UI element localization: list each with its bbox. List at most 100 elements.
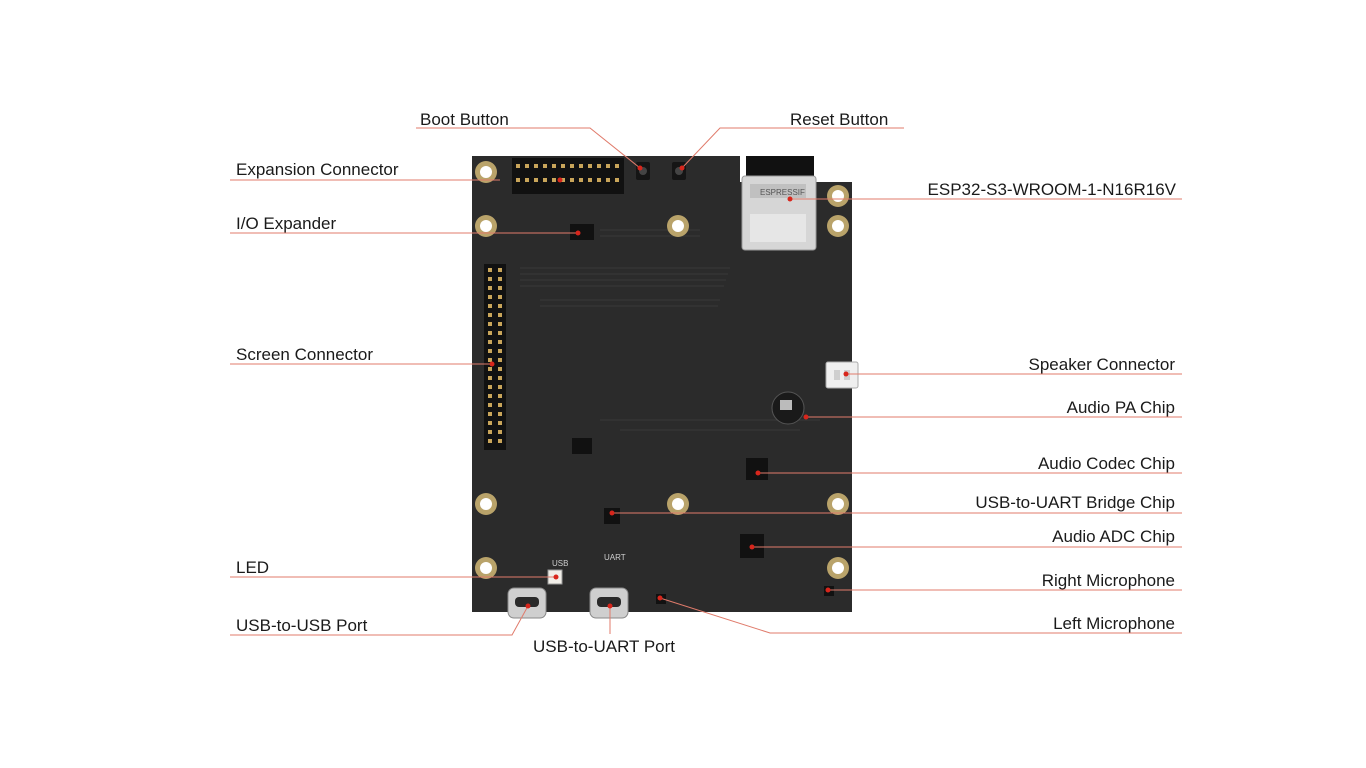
header-pin [615,164,619,168]
label-audio-pa-chip: Audio PA Chip [1066,398,1175,417]
boot-switch [636,162,650,180]
mounting-hole-center [832,220,844,232]
leader-line [681,127,904,169]
expansion-header [512,158,624,194]
label-audio-codec-chip: Audio Codec Chip [1037,454,1175,473]
usb-uart-bridge-ic [604,508,620,524]
header-pin [488,412,492,416]
label-usb-usb-port: USB-to-USB Port [236,616,368,635]
mounting-hole-center [672,220,684,232]
header-pin [597,178,601,182]
marker-dot [843,371,849,377]
header-pin [561,178,565,182]
header-pin [597,164,601,168]
header-pin [488,286,492,290]
header-pin [488,439,492,443]
marker-dot [607,603,613,609]
header-pin [588,178,592,182]
io-expander-chip [570,224,594,240]
header-pin [488,394,492,398]
esp32-module: ESPRESSIF [741,156,817,251]
header-pin [498,385,502,389]
header-pin [498,322,502,326]
marker-dot [575,230,581,236]
label-usb-uart-port: USB-to-UART Port [533,637,676,656]
header-pin [488,430,492,434]
header-pin [498,403,502,407]
header-pin [570,178,574,182]
header-pin [561,164,565,168]
header-pin [525,178,529,182]
marker-dots [489,165,849,609]
marker-dot [553,574,559,580]
marker-dot [749,544,755,550]
speaker-jack [825,361,859,389]
header-pin [498,349,502,353]
header-pin [488,421,492,425]
header-pin [488,349,492,353]
header-pin [579,178,583,182]
header-pin [498,340,502,344]
header-pin [488,268,492,272]
mounting-hole-center [480,562,492,574]
label-usb-uart-bridge-chip: USB-to-UART Bridge Chip [975,493,1175,512]
header-pin [534,164,538,168]
marker-dot [755,470,761,476]
header-pin [588,164,592,168]
marker-dot [679,165,685,171]
label-esp32-module: ESP32-S3-WROOM-1-N16R16V [927,180,1176,199]
label-speaker-connector: Speaker Connector [1028,355,1175,374]
leader-line [416,127,641,169]
header-pin [498,331,502,335]
header-pin [498,286,502,290]
header-pin [488,403,492,407]
header-pin [498,358,502,362]
screen-header [484,264,506,450]
header-pin [552,178,556,182]
header-pin [579,164,583,168]
label-io-expander: I/O Expander [236,214,337,233]
header-pin [488,277,492,281]
misc-ic [572,438,592,454]
header-pin [552,164,556,168]
marker-dot [657,595,663,601]
header-pin [498,394,502,398]
marker-dot [525,603,531,609]
header-pin [488,376,492,380]
header-pin [498,430,502,434]
leader-line [230,605,529,636]
usb-port-right [589,587,629,619]
label-right-microphone: Right Microphone [1041,571,1175,590]
mounting-holes [475,161,849,579]
header-pin [498,439,502,443]
marker-dot [557,177,563,183]
header-pin [570,164,574,168]
header-pin [498,367,502,371]
mounting-hole-center [832,498,844,510]
pcb-traces [520,229,820,431]
header-pin [488,304,492,308]
mounting-hole-center [832,190,844,202]
header-pin [488,322,492,326]
header-pin [615,178,619,182]
header-pin [488,367,492,371]
module-brand-text: ESPRESSIF [760,188,805,197]
pcb-board [472,156,852,612]
header-pin [606,178,610,182]
header-pin [498,313,502,317]
mounting-hole-center [480,166,492,178]
header-pin [516,164,520,168]
header-pin [488,313,492,317]
marker-dot [637,165,643,171]
header-pin [498,421,502,425]
header-pin [516,178,520,182]
header-pin [525,164,529,168]
header-pin [543,178,547,182]
usb-port-left [507,587,547,619]
header-pin [488,340,492,344]
marker-dot [825,587,831,593]
header-pin [488,358,492,362]
header-pin [498,277,502,281]
